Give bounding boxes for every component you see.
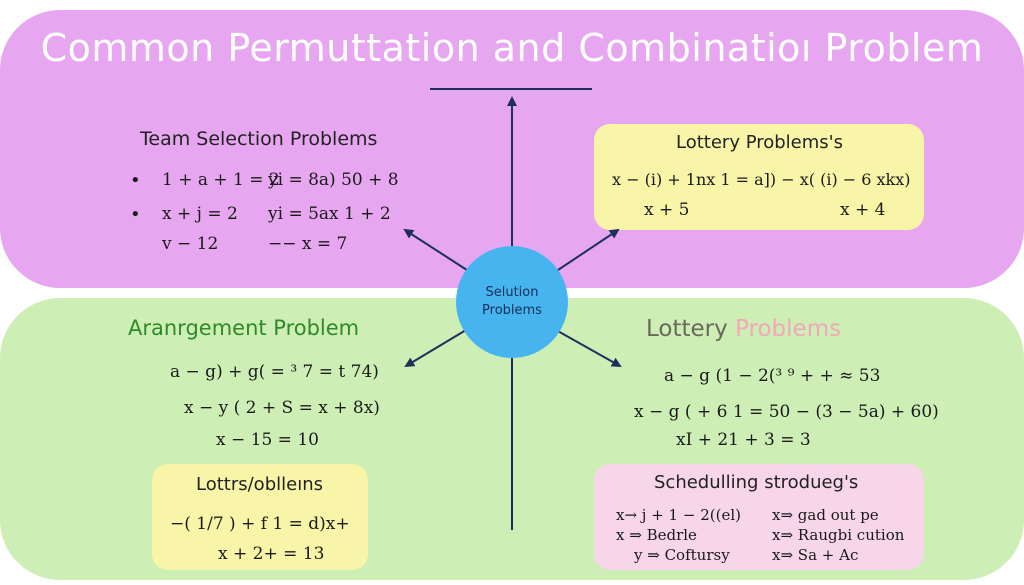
arrow-upper-left: [403, 228, 471, 273]
lottery-box-eq-2-right: x + 4: [840, 200, 886, 220]
scheduling-eq-3-right: x⇒ Sa + Ac: [772, 546, 859, 564]
scheduling-eq-1-right: x⇒ gad out pe: [772, 506, 879, 524]
team-eq-2-right: yi = 5ax 1 + 2: [268, 204, 391, 224]
arrangement-eq-2: x − y ( 2 + S = x + 8x): [184, 398, 380, 418]
lottery-box: Lottery Problems's x − (i) + 1nx 1 = a])…: [594, 124, 924, 230]
letters-box-eq-1: −( 1/7 ) + f 1 = d)x+: [170, 514, 350, 534]
lottery-eq-3: xI + 21 + 3 = 3: [676, 430, 811, 450]
team-eq-2-left: x + j = 2: [162, 204, 238, 224]
scheduling-eq-2-right: x⇒ Raugbi cution: [772, 526, 905, 544]
lottery-box-eq-1: x − (i) + 1nx 1 = a]) − x( (i) − 6 xkx): [612, 170, 911, 189]
team-eq-3-left: v − 12: [162, 234, 219, 254]
page-title: Common Permuttation and Combinatioı Prob…: [40, 26, 984, 70]
scheduling-eq-1-left: x→ j + 1 − 2((el): [616, 506, 741, 524]
scheduling-eq-2-left: x ⇒ Bedrle: [616, 526, 697, 544]
arrangement-eq-1: a − g) + g( = ³ 7 = t 74): [170, 362, 379, 382]
arrow-upper-right: [557, 228, 620, 271]
scheduling-box: Schedulling strodueg's x→ j + 1 − 2((el)…: [594, 464, 924, 570]
lottery-eq-1: a − g (1 − 2(³ ⁹ + + ≈ 53: [664, 366, 881, 386]
team-bullet-2: •: [130, 204, 141, 225]
team-selection-heading: Team Selection Problems: [140, 128, 378, 150]
center-node-line2: Problems: [482, 303, 542, 318]
lottery-heading-part1: Lottery: [646, 316, 728, 342]
scheduling-eq-3-left: y ⇒ Coftursy: [634, 546, 730, 564]
team-eq-3-right: −− x = 7: [268, 234, 348, 254]
center-node-line1: Selution: [485, 285, 539, 300]
center-node: Selution Problems: [456, 246, 568, 358]
lottery-box-heading: Lottery Problems's: [676, 132, 843, 153]
team-eq-1-right: yi = 8a) 50 + 8: [268, 170, 399, 190]
lottery-box-eq-2-left: x + 5: [644, 200, 690, 220]
team-bullet-1: •: [130, 170, 141, 191]
lottery-heading-part2: Problems: [735, 316, 842, 342]
arrangement-heading: Aranrgement Problem: [128, 316, 360, 340]
arrow-lower-left: [404, 329, 467, 368]
lottery-eq-2: x − g ( + 6 1 = 50 − (3 − 5a) + 60): [634, 402, 939, 422]
letters-box: Lottrs/oblleıns −( 1/7 ) + f 1 = d)x+ x …: [152, 464, 368, 570]
letters-box-heading: Lottrs/oblleıns: [196, 474, 323, 495]
arrangement-eq-3: x − 15 = 10: [216, 430, 319, 450]
arrow-lower-right: [555, 329, 622, 367]
team-eq-1-left: 1 + a + 1 = 2: [162, 170, 280, 190]
letters-box-eq-2: x + 2+ = 13: [218, 544, 325, 564]
scheduling-box-heading: Schedulling strodueg's: [654, 472, 859, 493]
lottery-problems-heading: Lottery Problems: [646, 316, 841, 342]
